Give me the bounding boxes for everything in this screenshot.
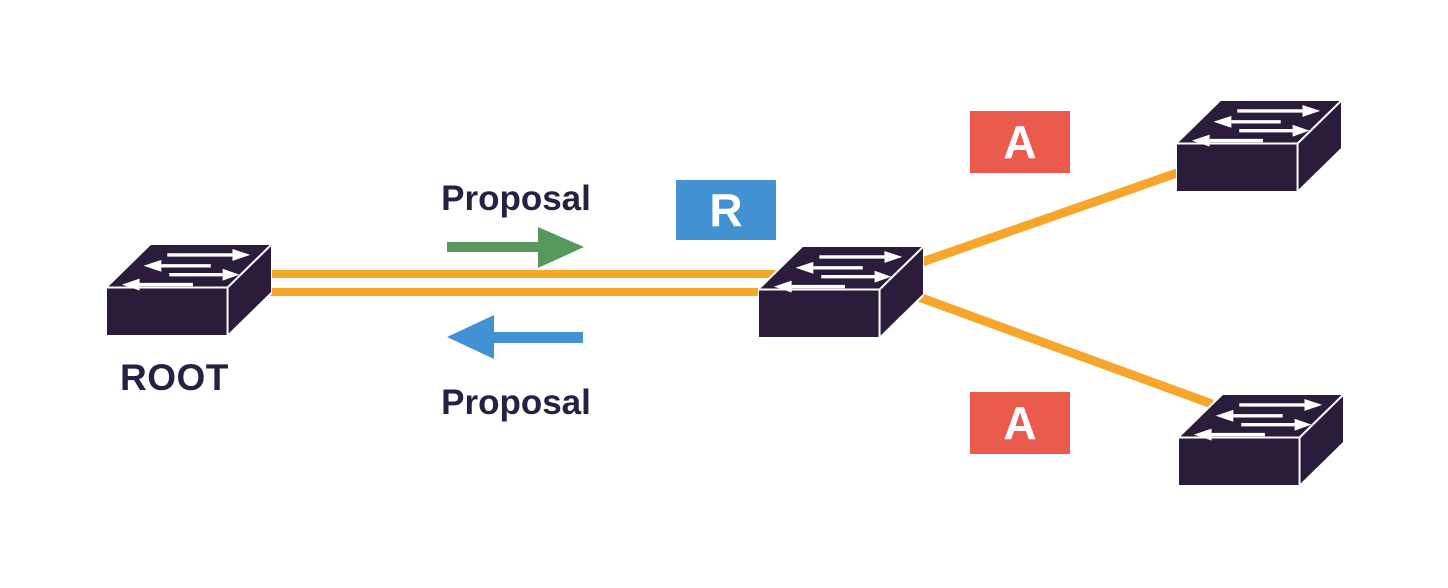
root-switch-label: ROOT [120,357,229,398]
access-switch-bottom-icon [1178,394,1344,486]
arrow-right-icon [447,227,584,268]
access-switch-top-icon [1176,100,1342,192]
port-role-badge-a-bottom: A [970,392,1070,454]
port-role-badge-r: R [676,180,776,240]
port-role-badge-a-top: A [970,111,1070,173]
designated-switch-icon [758,246,924,338]
proposal-forward-label: Proposal [441,179,591,218]
link-r-to-a-bottom [903,287,1214,409]
root-switch-icon [106,244,272,336]
arrow-left-icon [447,315,583,359]
proposal-reply-label: Proposal [441,383,591,422]
link-r-to-a-top [903,160,1202,273]
